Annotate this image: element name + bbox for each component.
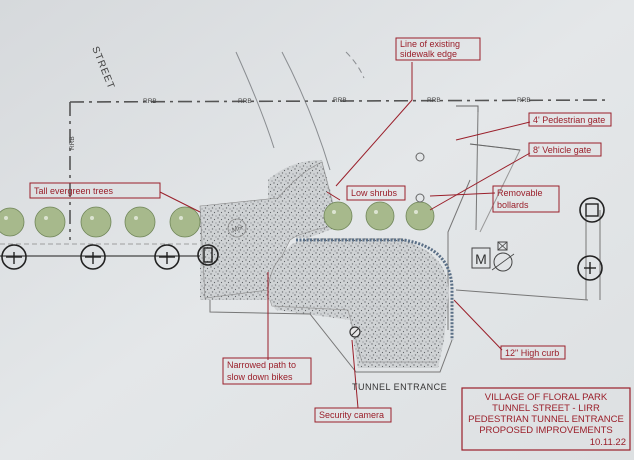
callout-label: Line of existing [400,39,460,49]
pole-icon [1,244,27,270]
callout-label: slow down bikes [227,372,293,382]
removable-bollards [415,152,425,203]
leader-lines [159,62,531,409]
tree-icon [0,207,25,237]
callout-pedestrian-gate: 4' Pedestrian gate [528,112,612,127]
rrb-label: RRB [517,97,531,104]
tree-icon [80,206,112,238]
property-line [69,99,611,240]
callout-bollards: Removable bollards [492,185,560,213]
callout-vehicle-gate: 8' Vehicle gate [528,142,602,157]
callout-high-curb: 12" High curb [500,345,566,360]
callout-narrowed-path: Narrowed path to slow down bikes [222,357,312,385]
tree-icon [34,206,66,238]
pole-icon [197,244,219,266]
pole-icon [579,197,605,223]
tree-inner-marks [4,210,418,220]
callout-label: 8' Vehicle gate [533,145,591,155]
meter-box-icon [497,241,508,251]
rrb-label: RRB [143,98,157,105]
callout-label: sidewalk edge [400,49,457,59]
pole-icon [80,244,106,270]
street-edges [235,51,365,171]
callout-label: Narrowed path to [227,360,296,370]
property-line-labels: RRB RRB RRB RRB RRB RRB [69,97,531,150]
electrical-box: M [471,241,515,272]
tree-icon [405,201,435,231]
title-block: VILLAGE OF FLORAL PARK TUNNEL STREET - L… [461,387,631,451]
title-line-1: VILLAGE OF FLORAL PARK [485,392,608,403]
rrb-label: RRB [238,98,252,105]
title-line-4: PROPOSED IMPROVEMENTS [479,425,613,436]
callout-label: Security camera [319,410,384,420]
tunnel-outline [209,300,453,373]
title-date: 10.11.22 [590,437,626,448]
security-camera [349,326,361,338]
electrical-label: M [475,251,487,267]
callout-low-shrubs: Low shrubs [346,185,406,201]
tree-icon [323,201,353,231]
callout-label: 12" High curb [505,348,559,358]
high-curb [296,238,454,340]
callout-evergreen-trees: Tall evergreen trees [29,182,161,199]
callout-label: bollards [497,200,529,210]
callout-security-camera: Security camera [314,407,392,423]
tunnel-entrance-label: TUNNEL ENTRANCE [352,382,447,392]
manhole-label: MH [231,224,244,234]
callout-label: 4' Pedestrian gate [533,115,605,125]
pedestrian-gate [456,105,479,112]
bollard-icon [415,193,425,203]
meter-icon [493,252,513,272]
track-poles [1,197,605,281]
tree-icon [169,206,201,238]
title-line-3: PEDESTRIAN TUNNEL ENTRANCE [468,414,624,425]
callout-sidewalk-edge: Line of existing sidewalk edge [395,37,481,61]
tree-icon [124,206,156,238]
manhole-icon [227,218,247,238]
callout-label: Removable [497,188,543,198]
pole-icon [154,244,180,270]
pole-icon [577,255,603,281]
tunnel-outline-inner [269,299,436,363]
gravel-upper [199,161,339,299]
evergreen-trees [0,201,435,238]
vehicle-gate [469,143,521,151]
tree-icon [365,201,395,231]
title-line-2: TUNNEL STREET - LIRR [492,403,600,414]
callout-label: Tall evergreen trees [34,186,114,196]
rrb-label: RRB [69,136,76,150]
callout-label: Low shrubs [351,188,398,198]
pole-marks [6,203,599,274]
gates [456,105,521,151]
bollard-icon [415,152,425,162]
rrb-label: RRB [333,97,347,104]
rrb-label: RRB [427,97,441,104]
manhole: MH [227,218,247,238]
